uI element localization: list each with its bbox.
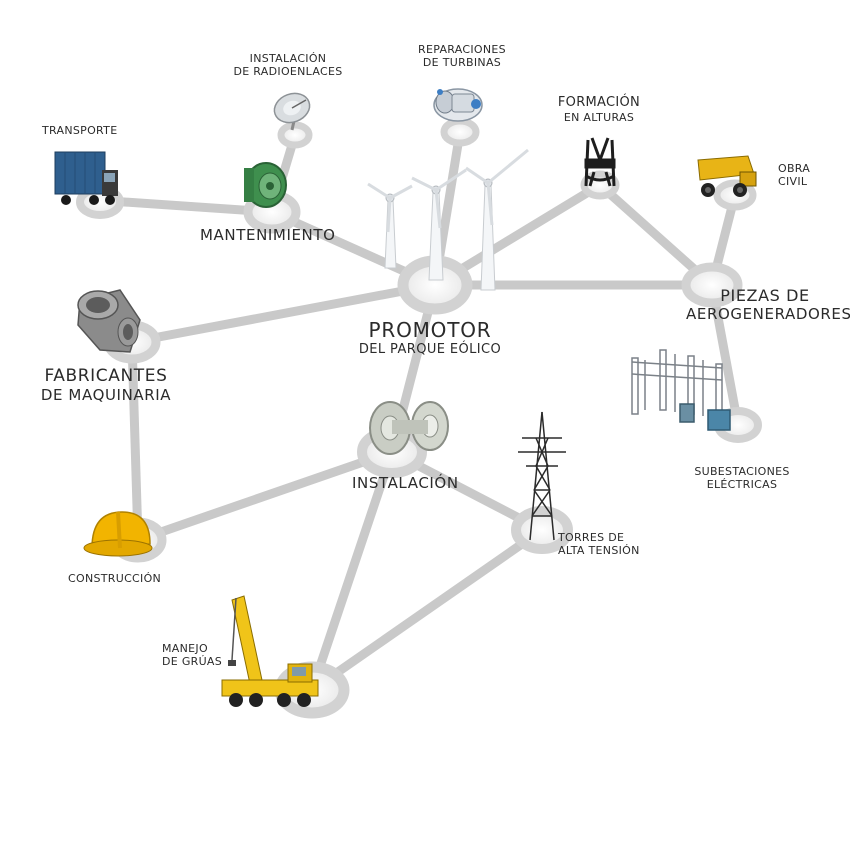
center-subtitle: DEL PARQUE EÓLICO <box>358 342 502 357</box>
dump-truck-icon <box>697 155 757 197</box>
electrical-substation-icon <box>631 349 731 431</box>
center-title: PROMOTOR <box>368 318 492 342</box>
ring-torres <box>511 506 573 554</box>
label-piezas: PIEZAS DE AEROGENERADORES <box>686 286 850 324</box>
cable-reels-icon <box>369 401 449 455</box>
link-center-fabricantes <box>127 280 440 347</box>
label-radioenlaces: INSTALACIÓN DE RADIOENLACES <box>233 52 343 79</box>
label-turbinas: REPARACIONES DE TURBINAS <box>418 43 506 70</box>
label-construccion: CONSTRUCCIÓN <box>68 572 162 585</box>
turbine-engine-icon <box>433 88 483 122</box>
label-instalacion: INSTALACIÓN <box>352 474 459 492</box>
link-gruas-torres <box>307 525 547 695</box>
ring-radioenlaces <box>277 121 313 149</box>
label-torres: TORRES DE ALTA TENSIÓN <box>558 531 640 558</box>
gearbox-part-icon <box>77 289 141 353</box>
label-subestaciones: SUBESTACIONES ELÉCTRICAS <box>694 465 790 492</box>
link-mantenimiento-transporte <box>90 195 277 217</box>
satellite-dish-icon <box>273 92 311 131</box>
label-formacion: FORMACIÓN EN ALTURAS <box>557 95 641 124</box>
link-instalacion-gruas <box>307 447 397 695</box>
wind-turbines-icon <box>367 148 529 291</box>
link-fabricantes-construccion <box>127 337 143 545</box>
link-piezas-subestaciones <box>707 280 743 430</box>
safety-harness-icon <box>584 137 616 187</box>
label-obra-civil: OBRA CIVIL <box>778 162 811 189</box>
link-instalacion-construccion <box>133 447 397 545</box>
label-mantenimiento: MANTENIMIENTO <box>200 226 336 244</box>
green-generator-icon <box>244 162 287 208</box>
hard-hat-icon <box>83 511 153 557</box>
label-gruas: MANEJO DE GRÚAS <box>162 642 223 669</box>
ring-turbinas <box>440 117 480 147</box>
label-promotor: PROMOTOR DEL PARQUE EÓLICO <box>330 318 530 358</box>
ring-piezas <box>681 262 743 308</box>
label-transporte: TRANSPORTE <box>42 124 118 137</box>
shipping-truck-icon <box>54 151 118 205</box>
label-fabricantes: FABRICANTES DE MAQUINARIA <box>40 366 172 405</box>
crane-icon <box>221 595 319 707</box>
transmission-tower-icon <box>518 411 566 541</box>
